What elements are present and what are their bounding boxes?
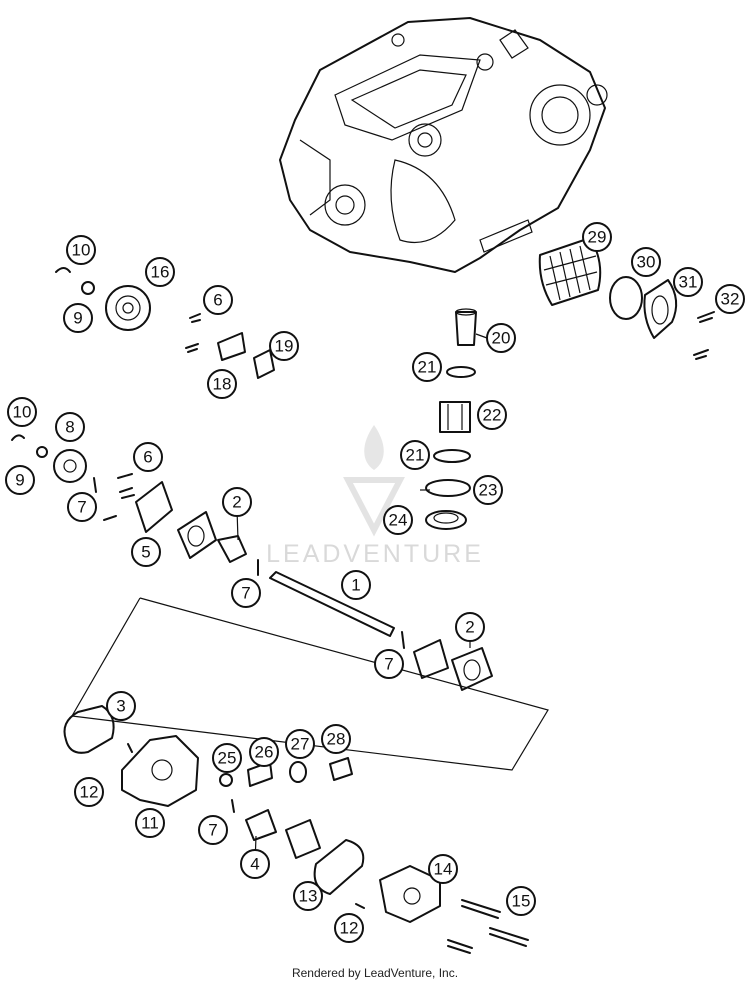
svg-text:2: 2 xyxy=(232,493,241,512)
callout-32[interactable]: 32 xyxy=(715,284,745,314)
callout-1[interactable]: 1 xyxy=(341,570,371,600)
callout-8[interactable]: 8 xyxy=(55,412,85,442)
watermark-v-icon xyxy=(343,477,405,537)
svg-text:26: 26 xyxy=(255,743,274,762)
watermark: LEADVENTURE xyxy=(266,425,484,568)
callout-15[interactable]: 15 xyxy=(506,886,536,916)
svg-text:24: 24 xyxy=(389,511,408,530)
svg-text:7: 7 xyxy=(77,498,86,517)
callout-28[interactable]: 28 xyxy=(321,724,351,754)
callout-10[interactable]: 10 xyxy=(7,397,37,427)
callout-12[interactable]: 12 xyxy=(74,777,104,807)
callout-3[interactable]: 3 xyxy=(106,691,136,721)
callout-9[interactable]: 9 xyxy=(5,465,35,495)
pump-shaft-group xyxy=(71,571,549,771)
callout-9[interactable]: 9 xyxy=(63,303,93,333)
svg-text:9: 9 xyxy=(73,309,82,328)
svg-text:20: 20 xyxy=(492,329,511,348)
callout-6[interactable]: 6 xyxy=(133,442,163,472)
svg-text:13: 13 xyxy=(299,887,318,906)
svg-text:11: 11 xyxy=(141,814,159,833)
svg-text:29: 29 xyxy=(588,228,607,247)
svg-text:12: 12 xyxy=(340,919,359,938)
svg-text:5: 5 xyxy=(141,543,150,562)
callout-2[interactable]: 2 xyxy=(455,612,485,642)
svg-text:6: 6 xyxy=(213,291,222,310)
svg-text:2: 2 xyxy=(465,618,474,637)
svg-text:18: 18 xyxy=(213,375,232,394)
svg-text:19: 19 xyxy=(275,337,294,356)
callout-16[interactable]: 16 xyxy=(145,257,175,287)
svg-text:1: 1 xyxy=(351,576,360,595)
oil-screen-assembly xyxy=(425,308,477,530)
callout-7[interactable]: 7 xyxy=(198,815,228,845)
middle-drive-group xyxy=(11,434,259,576)
svg-text:9: 9 xyxy=(15,471,24,490)
callout-11[interactable]: 11 xyxy=(135,808,165,838)
svg-text:12: 12 xyxy=(80,783,99,802)
svg-text:27: 27 xyxy=(291,735,310,754)
callout-12[interactable]: 12 xyxy=(334,913,364,943)
svg-text:31: 31 xyxy=(679,273,698,292)
callout-5[interactable]: 5 xyxy=(131,537,161,567)
callout-31[interactable]: 31 xyxy=(673,267,703,297)
svg-text:16: 16 xyxy=(151,263,170,282)
svg-text:10: 10 xyxy=(72,241,91,260)
callout-19[interactable]: 19 xyxy=(269,331,299,361)
svg-text:15: 15 xyxy=(512,892,531,911)
svg-text:7: 7 xyxy=(384,655,393,674)
svg-text:23: 23 xyxy=(479,481,498,500)
callout-23[interactable]: 23 xyxy=(473,475,503,505)
svg-text:21: 21 xyxy=(406,446,425,465)
svg-text:4: 4 xyxy=(250,855,259,874)
svg-text:21: 21 xyxy=(418,358,437,377)
callout-26[interactable]: 26 xyxy=(249,737,279,767)
callout-21[interactable]: 21 xyxy=(412,352,442,382)
callout-2[interactable]: 2 xyxy=(222,487,252,517)
svg-text:7: 7 xyxy=(208,821,217,840)
svg-text:22: 22 xyxy=(483,406,502,425)
callout-14[interactable]: 14 xyxy=(428,854,458,884)
callout-30[interactable]: 30 xyxy=(631,247,661,277)
callout-7[interactable]: 7 xyxy=(67,492,97,522)
svg-text:7: 7 xyxy=(241,584,250,603)
svg-text:32: 32 xyxy=(721,290,740,309)
callout-6[interactable]: 6 xyxy=(203,285,233,315)
callout-13[interactable]: 13 xyxy=(293,881,323,911)
svg-text:3: 3 xyxy=(116,697,125,716)
svg-text:6: 6 xyxy=(143,448,152,467)
svg-text:28: 28 xyxy=(327,730,346,749)
callout-24[interactable]: 24 xyxy=(383,505,413,535)
callout-7[interactable]: 7 xyxy=(374,649,404,679)
callout-4[interactable]: 4 xyxy=(240,849,270,879)
callout-20[interactable]: 20 xyxy=(486,323,516,353)
svg-text:10: 10 xyxy=(13,403,32,422)
watermark-flame-icon xyxy=(364,425,384,470)
oil-filter-assembly xyxy=(538,237,715,360)
upper-sprocket-group xyxy=(55,267,275,379)
watermark-text: LEADVENTURE xyxy=(266,540,484,568)
crankcase-drawing xyxy=(279,17,608,273)
callout-29[interactable]: 29 xyxy=(582,222,612,252)
callout-22[interactable]: 22 xyxy=(477,400,507,430)
svg-text:25: 25 xyxy=(218,749,237,768)
svg-text:8: 8 xyxy=(65,418,74,437)
svg-text:14: 14 xyxy=(434,860,453,879)
footer-credit: Rendered by LeadVenture, Inc. xyxy=(291,966,459,980)
callout-21[interactable]: 21 xyxy=(400,440,430,470)
callout-7[interactable]: 7 xyxy=(231,578,261,608)
callout-27[interactable]: 27 xyxy=(285,729,315,759)
lower-pump-group xyxy=(63,705,529,954)
callout-18[interactable]: 18 xyxy=(207,369,237,399)
callout-10[interactable]: 10 xyxy=(66,235,96,265)
svg-text:30: 30 xyxy=(637,253,656,272)
callout-25[interactable]: 25 xyxy=(212,743,242,773)
